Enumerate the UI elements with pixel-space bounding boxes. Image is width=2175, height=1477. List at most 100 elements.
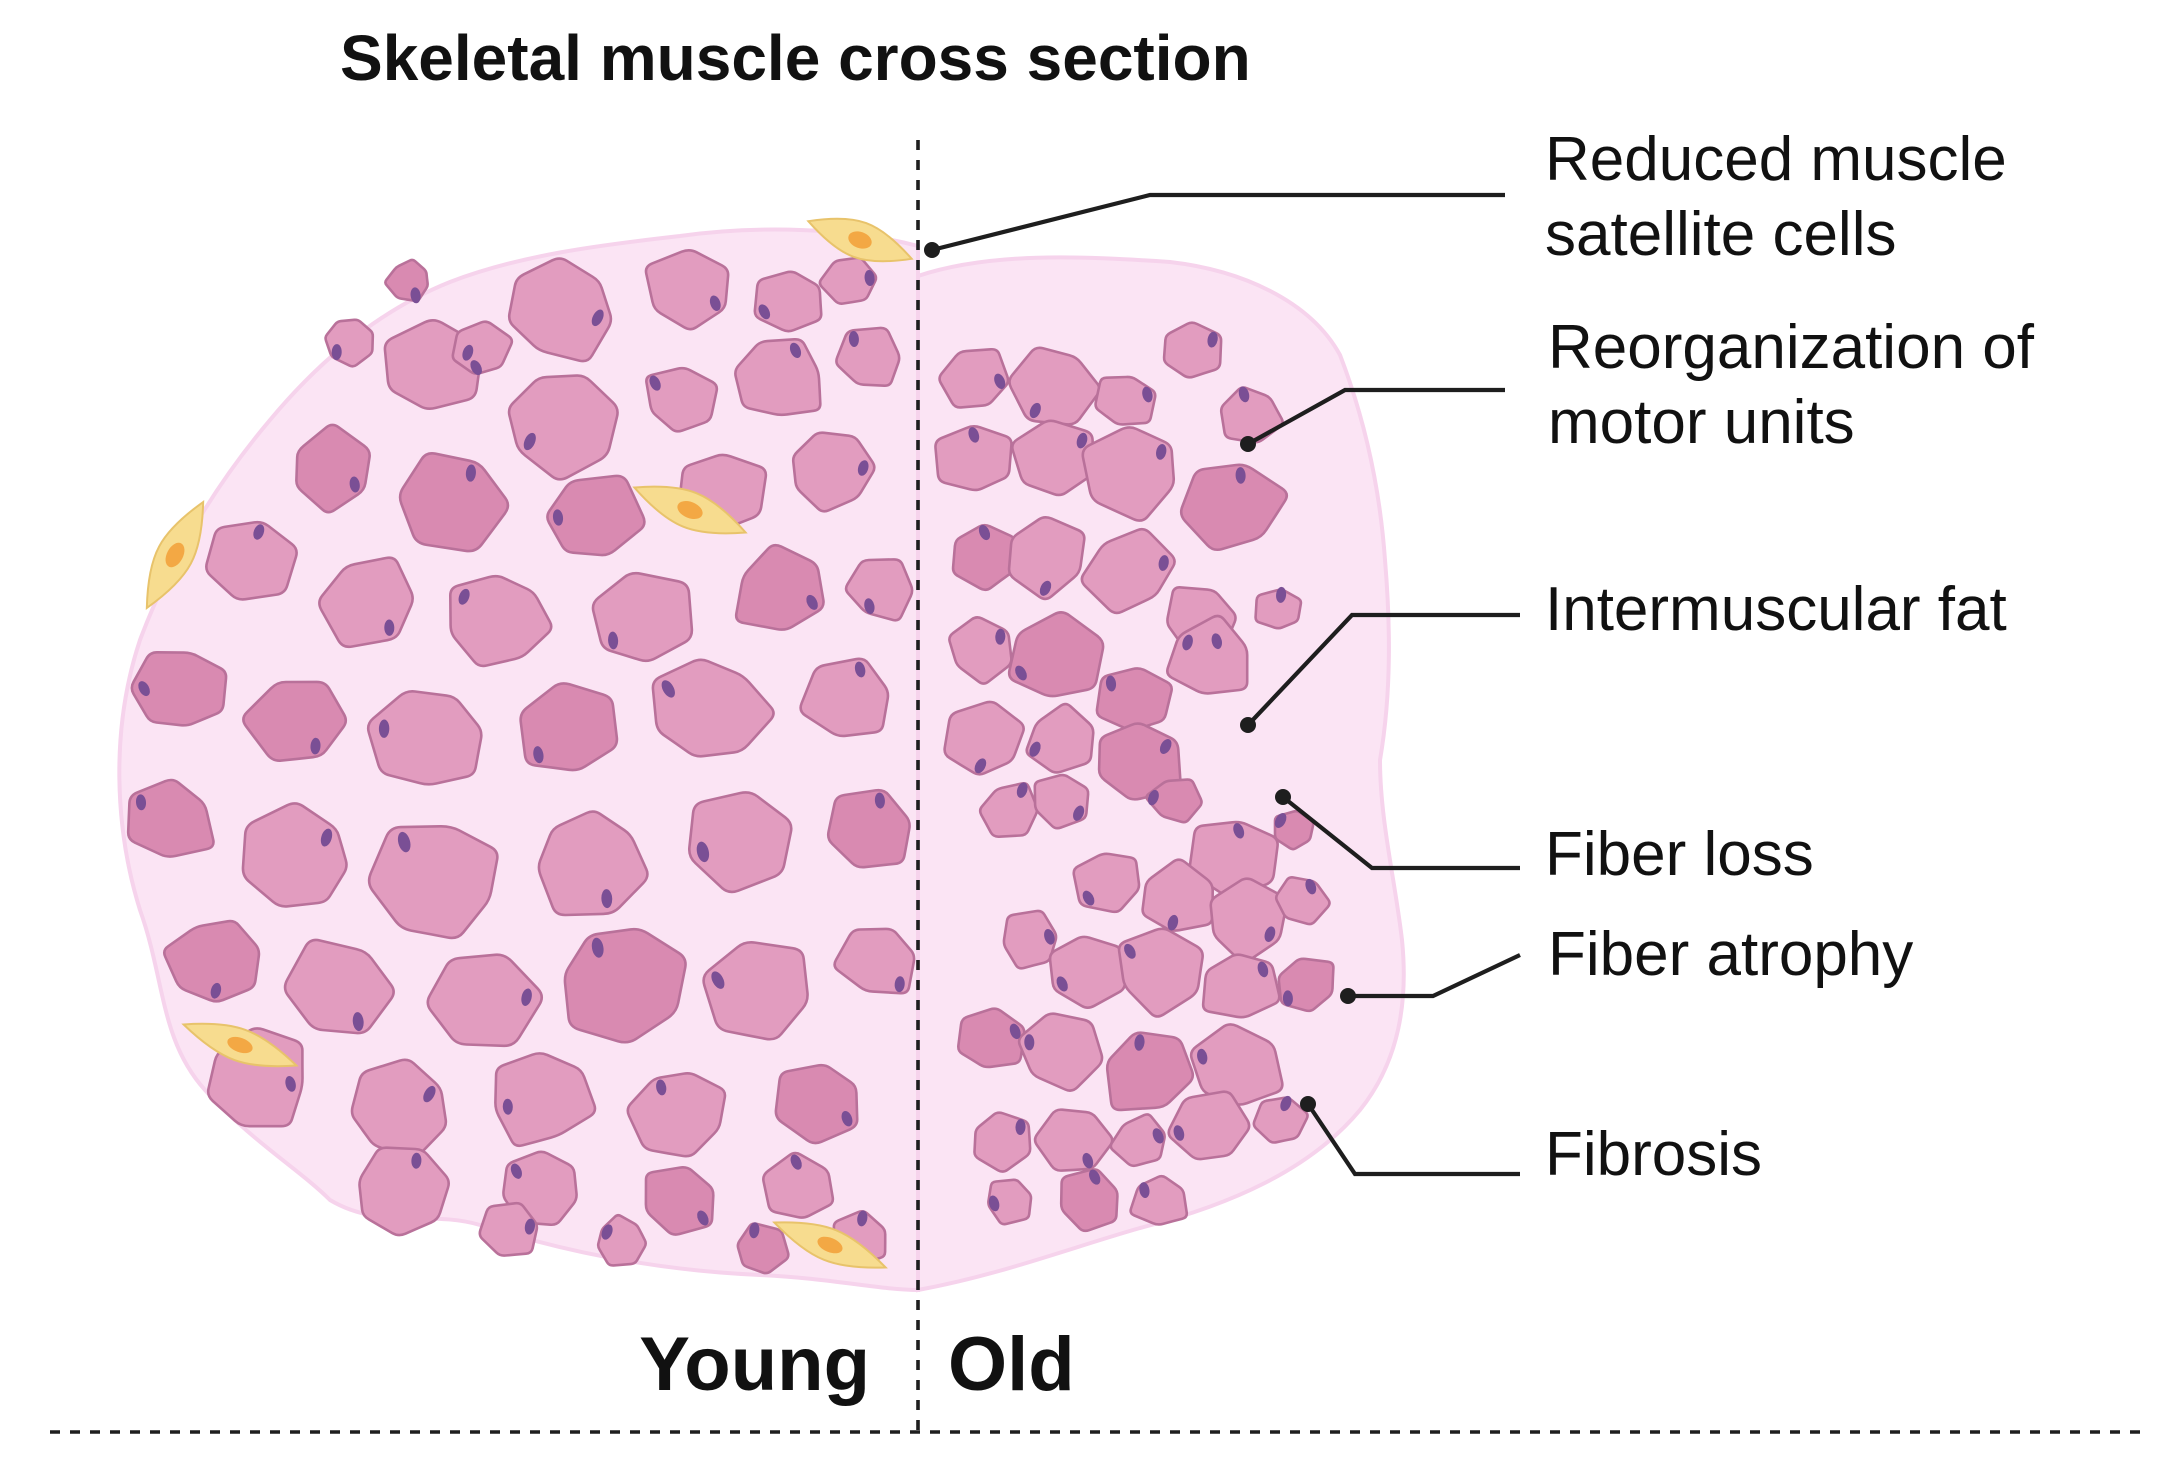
muscle-fiber-icon xyxy=(645,366,719,433)
muscle-fiber-icon xyxy=(1141,858,1215,932)
annotation-label: Fiber atrophy xyxy=(1548,920,1913,989)
nucleus-icon xyxy=(384,619,395,636)
nucleus-icon xyxy=(210,982,222,999)
nucleus-icon xyxy=(1024,1034,1035,1051)
nucleus-icon xyxy=(994,373,1006,389)
muscle-fiber-icon xyxy=(1033,1108,1114,1172)
nucleus-icon xyxy=(1139,1182,1150,1199)
young-label: Young xyxy=(639,1322,870,1407)
nucleus-icon xyxy=(1159,739,1172,754)
satellite-cell-icon xyxy=(632,485,748,535)
muscle-fiber-icon xyxy=(1254,588,1303,630)
muscle-fiber-icon xyxy=(358,1146,450,1237)
nucleus-icon xyxy=(857,1210,868,1227)
muscle-fiber-icon xyxy=(938,347,1010,409)
nucleus-icon xyxy=(410,287,421,304)
muscle-fiber-icon xyxy=(762,1151,835,1219)
nucleus-icon xyxy=(470,360,482,376)
satellite-cell-icon xyxy=(806,217,914,263)
nucleus-icon xyxy=(591,309,604,327)
muscle-fiber-icon xyxy=(626,1072,727,1158)
muscle-fiber-icon xyxy=(934,425,1013,492)
nucleus-icon xyxy=(988,1195,1000,1212)
muscle-fiber-icon xyxy=(1179,463,1289,552)
muscle-fiber-icon xyxy=(799,657,890,738)
muscle-fiber-icon xyxy=(537,810,649,917)
muscle-fiber-icon xyxy=(1007,516,1086,601)
nucleus-icon xyxy=(533,746,544,764)
nucleus-icon xyxy=(138,681,150,697)
old-label: Old xyxy=(948,1322,1075,1407)
nucleus-icon xyxy=(1015,1119,1026,1135)
muscle-fiber-icon xyxy=(451,320,514,375)
muscle-fiber-icon xyxy=(957,1007,1026,1069)
muscle-fiber-icon xyxy=(1025,702,1095,774)
nucleus-icon xyxy=(552,509,564,526)
muscle-fiber-icon xyxy=(242,680,348,762)
muscle-fiber-icon xyxy=(448,574,553,668)
muscle-fiber-icon xyxy=(818,256,878,305)
muscle-fiber-icon xyxy=(1080,527,1176,615)
leader-line xyxy=(1246,612,1520,727)
annotation-satellite-cells: Reduced muscle satellite cells xyxy=(924,125,2007,269)
nucleus-icon xyxy=(1156,444,1167,460)
muscle-fiber-icon xyxy=(283,938,395,1035)
leader-dot xyxy=(1240,717,1256,733)
nucleus-icon xyxy=(1235,467,1246,484)
nucleus-icon xyxy=(1142,386,1153,403)
nucleus-icon xyxy=(310,737,321,755)
nucleus-icon xyxy=(502,1098,513,1115)
nucleus-icon xyxy=(349,476,360,493)
muscle-fiber-icon xyxy=(753,270,823,333)
muscle-fiber-icon xyxy=(163,919,261,1003)
nucleus-icon xyxy=(523,432,536,451)
nucleus-icon xyxy=(423,1085,436,1103)
nucleus-icon xyxy=(1089,1169,1101,1185)
muscle-fiber-icon xyxy=(205,520,298,601)
nucleus-icon xyxy=(696,841,710,863)
nucleus-icon xyxy=(864,598,875,615)
annotation-label-line2: satellite cells xyxy=(1545,200,1896,269)
nucleus-icon xyxy=(1282,990,1293,1007)
nucleus-icon xyxy=(1173,1125,1185,1141)
nucleus-icon xyxy=(1039,580,1052,596)
nucleus-icon xyxy=(711,971,725,989)
nucleus-icon xyxy=(352,1012,364,1032)
nucleus-icon xyxy=(1233,823,1245,839)
nucleus-icon xyxy=(1276,586,1287,603)
nucleus-icon xyxy=(1044,929,1055,945)
leader-line xyxy=(1281,795,1520,871)
nucleus-icon xyxy=(1134,1034,1145,1051)
muscle-fiber-icon xyxy=(130,650,228,727)
muscle-fiber-icon xyxy=(1011,419,1095,497)
nucleus-icon xyxy=(521,988,532,1006)
nucleus-icon xyxy=(857,460,869,476)
nucleus-icon xyxy=(397,831,411,853)
muscle-fiber-icon xyxy=(1105,1031,1195,1112)
nucleus-icon xyxy=(1056,976,1068,992)
nucleus-icon xyxy=(758,304,771,320)
nucleus-icon xyxy=(874,792,885,809)
nucleus-icon xyxy=(253,524,265,540)
leader-line xyxy=(931,192,1505,253)
nucleus-icon xyxy=(1029,402,1041,419)
nucleus-icon xyxy=(1182,634,1193,651)
muscle-fiber-icon xyxy=(1094,375,1157,426)
nucleus-icon xyxy=(135,794,147,811)
nucleus-icon xyxy=(465,464,476,482)
muscle-fiber-icon xyxy=(398,452,510,553)
muscle-fiber-icon xyxy=(384,258,429,303)
nucleus-icon xyxy=(656,1079,667,1096)
annotation-label-line2: motor units xyxy=(1548,388,1855,457)
nucleus-icon xyxy=(1264,926,1276,942)
nucleus-icon xyxy=(601,1224,613,1240)
muscle-fiber-icon xyxy=(687,791,793,894)
annotation-label-line1: Reduced muscle xyxy=(1545,125,2007,194)
fiber-nuclei xyxy=(135,270,1317,1240)
satellite-cell-icon xyxy=(772,1221,888,1269)
muscle-fiber-icon xyxy=(563,927,687,1044)
annotation-fiber-atrophy: Fiber atrophy xyxy=(1340,920,1913,1004)
nucleus-icon xyxy=(649,375,661,391)
muscle-fiber-icon xyxy=(987,1178,1033,1226)
leader-dot xyxy=(1275,789,1291,805)
